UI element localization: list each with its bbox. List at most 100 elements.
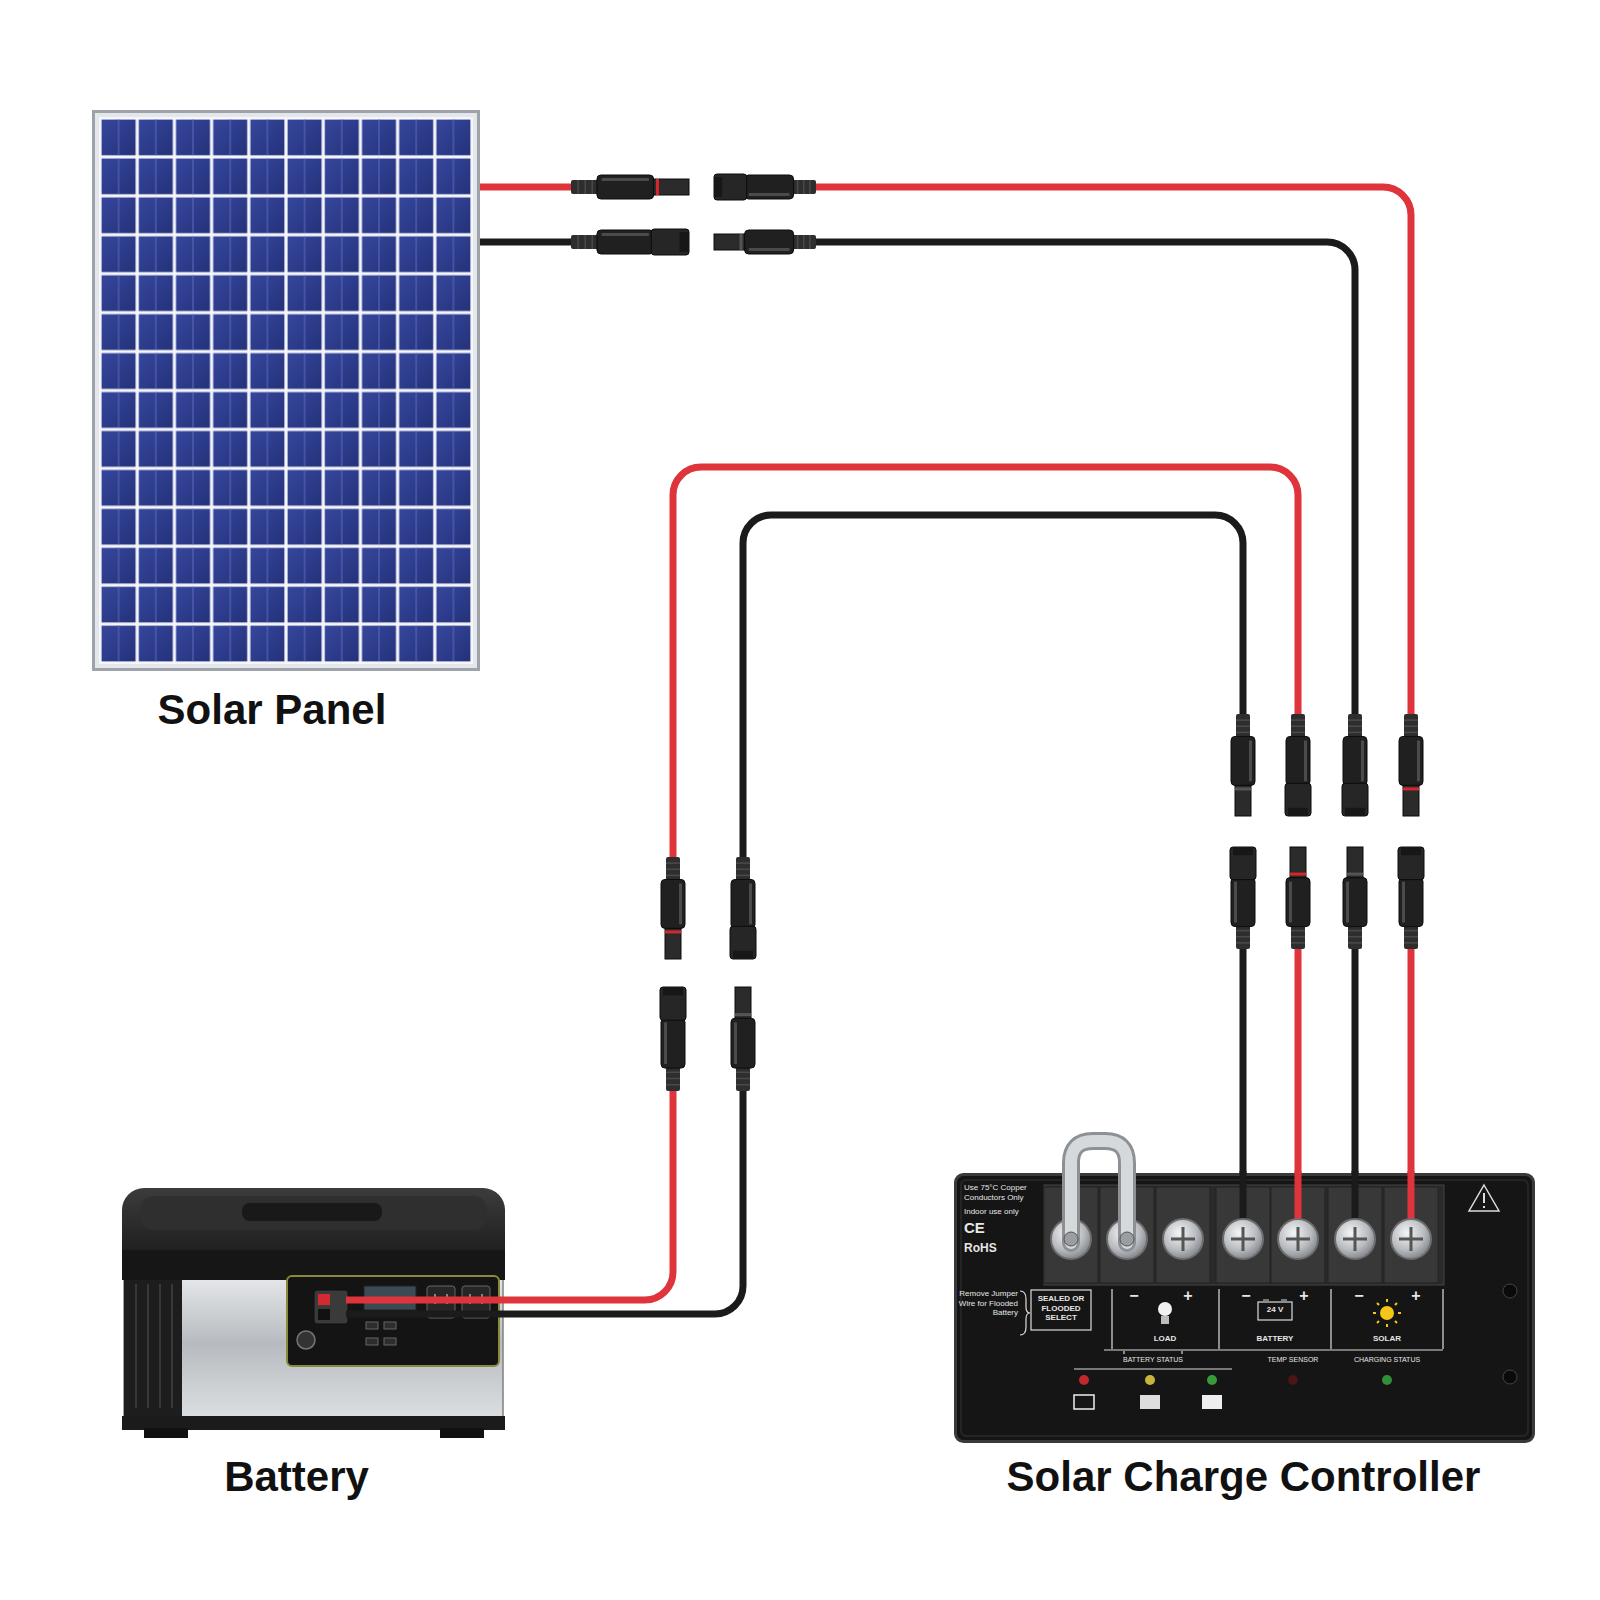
mc4-shine (1402, 882, 1405, 923)
battery-art-part (384, 1322, 396, 1329)
charge-controller-art-part (1202, 1395, 1222, 1409)
battery-art-part (366, 1322, 378, 1329)
mc4-connector (1285, 714, 1311, 816)
mc4-socket (660, 987, 686, 1020)
charge-controller-art-part (1120, 1232, 1134, 1246)
mc4-shine (749, 248, 790, 251)
mc4-rib (1404, 936, 1418, 938)
mc4-rib (584, 180, 586, 194)
mc4-socket (730, 926, 756, 959)
mc4-body (661, 1018, 685, 1068)
connector-gap (1237, 816, 1249, 847)
mc4-rib (736, 1072, 750, 1074)
mc4-body (1231, 878, 1255, 927)
mc4-band (656, 179, 659, 195)
mc4-connector (714, 230, 816, 254)
battery-art-part (140, 1196, 487, 1230)
mc4-rib (1291, 936, 1305, 938)
mc4-rib (577, 235, 579, 249)
mc4-socket (1285, 783, 1311, 816)
charge-controller-art-part (1295, 1171, 1302, 1223)
charge-controller-art-part-part (1031, 1290, 1091, 1330)
label-holder: + (1404, 1286, 1428, 1305)
mc4-rib (1291, 942, 1305, 944)
solar-panel-art (92, 110, 480, 671)
mc4-nut (792, 180, 816, 194)
mc4-band (1347, 873, 1363, 876)
label-holder: + (1292, 1286, 1316, 1305)
mc4-rib (1404, 942, 1418, 944)
mc4-socket (651, 229, 689, 255)
mc4-shine (1361, 741, 1364, 782)
mc4-lip (714, 177, 722, 197)
mc4-nut (1236, 714, 1250, 738)
charge-controller-art-part (1352, 1171, 1359, 1223)
connector-gap (1349, 816, 1361, 847)
mc4-nut (1291, 925, 1305, 949)
charge-controller-art-part-part (1020, 1291, 1030, 1335)
mc4-rib (797, 180, 799, 194)
mc4-shine (679, 884, 682, 925)
mc4-rib (1404, 725, 1418, 727)
node-title: Solar Charge Controller (953, 1453, 1534, 1501)
mc4-rib (1236, 936, 1250, 938)
wire-pair (505, 467, 1298, 1314)
voltage-label: 24 V (1258, 1305, 1292, 1315)
mc4-rib (666, 1084, 680, 1086)
label-holder: Indoor use only (964, 1207, 1046, 1217)
polarity-sign: + (1176, 1286, 1200, 1305)
mc4-band (665, 930, 681, 933)
mc4-rib (1348, 719, 1362, 721)
mc4-nut (666, 857, 680, 881)
negative-wire (505, 515, 1243, 1314)
mc4-connector (660, 987, 686, 1091)
mc4-tip (1290, 847, 1306, 878)
mc4-connector (1231, 714, 1255, 816)
charge-controller-art-part (1503, 1370, 1517, 1384)
battery-art-part (384, 1338, 396, 1345)
mc4-lip (1401, 847, 1421, 855)
battery-art-part (366, 1338, 378, 1345)
connector-gap (1292, 816, 1304, 847)
mc4-body (1343, 736, 1367, 785)
mc4-rib (736, 1084, 750, 1086)
mc4-rib (1404, 930, 1418, 932)
mc4-lip (663, 987, 683, 995)
mc4-tip (1403, 785, 1419, 816)
battery-art-part (122, 1188, 505, 1280)
battery-art-part (136, 1284, 172, 1408)
mc4-shine (734, 1022, 737, 1064)
polarity-sign: − (1122, 1286, 1146, 1305)
mc4-band (1235, 787, 1251, 790)
mc4-nut (1348, 925, 1362, 949)
label-holder: − (1234, 1286, 1258, 1305)
mc4-socket (714, 174, 747, 200)
charge-controller-art-part (961, 1180, 1528, 1436)
battery-art-part (314, 1290, 348, 1324)
connector-gap (1405, 816, 1417, 847)
terminal-label: SOLAR (1352, 1334, 1422, 1344)
mc4-rib (803, 235, 805, 249)
mc4-shine (749, 884, 752, 925)
mc4-tip (1235, 785, 1251, 816)
mc4-lip (733, 951, 753, 959)
connector-gap (689, 181, 714, 193)
label-holder: TEMP SENSOR (1253, 1356, 1333, 1364)
mc4-connector (1286, 847, 1310, 949)
charge-controller-art-part (1503, 1284, 1517, 1298)
charge-controller-art-part (1079, 1375, 1089, 1385)
mc4-body (1286, 878, 1310, 927)
charge-controller-art-part (1408, 1171, 1415, 1223)
mc4-rib (1236, 725, 1250, 727)
mc4-nut (736, 1066, 750, 1091)
mc4-rib (736, 862, 750, 864)
label-holder: BATTERY (1240, 1334, 1310, 1344)
mc4-connector (1342, 714, 1368, 816)
mc4-rib (584, 235, 586, 249)
mc4-rib (591, 180, 593, 194)
mc4-rib (1404, 732, 1418, 734)
mc4-shine (1417, 741, 1420, 782)
mc4-rib (666, 875, 680, 877)
charge-controller-art-part (1140, 1395, 1160, 1409)
battery-art-part (440, 1428, 484, 1438)
